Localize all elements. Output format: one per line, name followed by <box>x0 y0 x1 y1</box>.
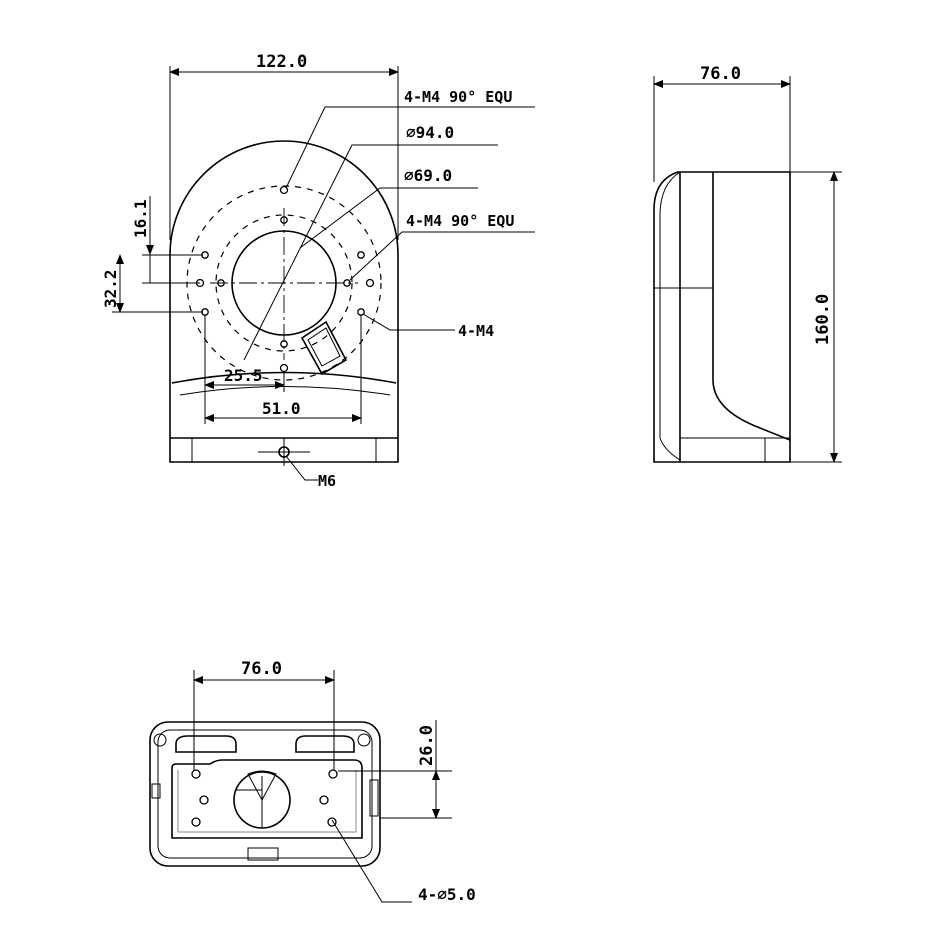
bottom-holes-leader <box>331 819 412 903</box>
bottom-hole-ml <box>199 795 209 805</box>
side-dim-76-label: 76.0 <box>700 64 741 84</box>
mount-plate-inner <box>177 770 357 833</box>
cable-tab-inner <box>307 327 341 367</box>
side-dim-160-label: 160.0 <box>813 294 833 345</box>
bottom-outer-outline <box>149 721 381 867</box>
side-front-face <box>659 171 681 461</box>
bottom-inner-outline <box>157 729 373 859</box>
leader-dia94 <box>243 144 498 361</box>
dim-16-arrow <box>146 245 154 255</box>
side-tab-right <box>369 779 379 817</box>
side-tab-left <box>151 783 161 799</box>
side-body-outline <box>653 171 791 463</box>
bottom-dim-26-label: 26.0 <box>417 725 437 766</box>
bottom-holes-label: 4-∅5.0 <box>418 885 476 904</box>
holes-label-1: 4-M4 90° EQU <box>404 88 512 106</box>
front-body-outline <box>169 140 399 463</box>
m6-leader <box>285 455 318 481</box>
leader-m4-3 <box>362 313 455 331</box>
dim-16-label: 16.1 <box>131 199 150 238</box>
dim-51-label: 51.0 <box>262 399 301 418</box>
bottom-hole-ll <box>191 817 201 827</box>
bottom-hole-mr <box>319 795 329 805</box>
pitch-circle-69 <box>215 214 353 352</box>
holes-label-3: 4-M4 <box>458 322 494 340</box>
dim-122-label: 122.0 <box>256 52 307 72</box>
hole-outer-right <box>365 278 375 288</box>
mount-plate <box>171 759 363 839</box>
side-inner-curve <box>712 172 791 441</box>
hole-outer-top <box>279 185 289 195</box>
opening-tab <box>247 770 277 802</box>
cable-tab <box>300 320 348 376</box>
bottom-dim-76-label: 76.0 <box>241 659 282 679</box>
dia94-label: ∅94.0 <box>406 123 454 142</box>
corner-boss-right <box>357 733 371 747</box>
bottom-hole-ur <box>328 769 338 779</box>
dim-32-label: 32.2 <box>101 269 120 308</box>
hole-outer-bottom <box>279 363 289 373</box>
leader-m4-2 <box>349 231 535 281</box>
dim-25-label: 25.5 <box>224 366 263 385</box>
bottom-notch <box>247 847 279 861</box>
slot-right <box>295 735 355 753</box>
side-view: 76.0 160.0 <box>653 64 842 463</box>
m6-label: M6 <box>318 472 336 490</box>
bottom-hole-ul <box>191 769 201 779</box>
leader-m4-1 <box>285 106 535 189</box>
leader-dia69 <box>299 187 478 249</box>
front-view: M6 122.0 4-M4 90° EQU ∅94.0 ∅69.0 4-M4 9… <box>101 52 535 490</box>
bottom-view: 76.0 26.0 4-∅5.0 <box>149 659 476 904</box>
front-lower-arc-inner <box>179 386 391 396</box>
slot-left <box>175 735 237 753</box>
hole-m4-ur <box>357 251 365 259</box>
corner-boss-left <box>153 733 167 747</box>
dia69-label: ∅69.0 <box>404 166 452 185</box>
holes-label-2: 4-M4 90° EQU <box>406 212 514 230</box>
